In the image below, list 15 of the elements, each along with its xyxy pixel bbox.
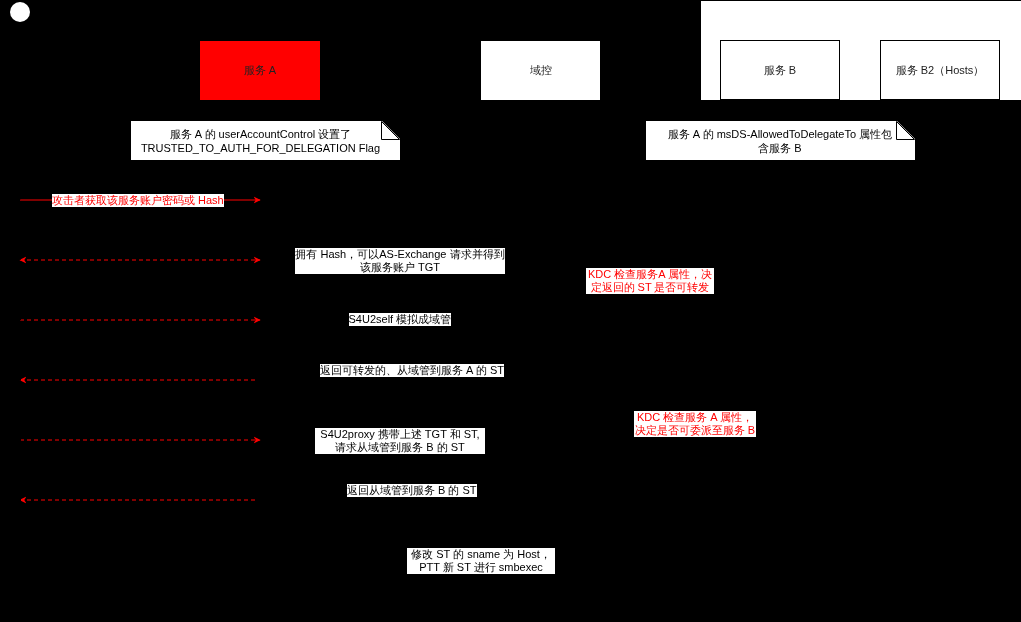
annotation-label: KDC 检查服务A 属性，决定返回的 ST 是否可转发 [586, 268, 714, 294]
participant-box: 域控 [481, 41, 600, 100]
participant-box: 服务 B [720, 40, 840, 100]
note-box: 服务 A 的 msDS-AllowedToDelegateTo 属性包含服务 B [646, 121, 915, 160]
participant-box: 服务 B2（Hosts） [880, 40, 1000, 100]
annotation-label: KDC 检查服务 A 属性，决定是否可委派至服务 B [634, 411, 756, 437]
note-label: 修改 ST 的 sname 为 Host，PTT 新 ST 进行 smbexec [407, 548, 555, 574]
message-label: 返回可转发的、从域管到服务 A 的 ST [320, 364, 504, 377]
message-label: 返回从域管到服务 B 的 ST [347, 484, 477, 497]
message-label: 攻击者获取该服务账户密码或 Hash [52, 194, 224, 207]
message-label: S4U2proxy 携带上述 TGT 和 ST, 请求从域管到服务 B 的 ST [315, 428, 485, 454]
message-label: 拥有 Hash，可以AS-Exchange 请求并得到该服务账户 TGT [295, 248, 505, 274]
group-box [701, 1, 1021, 100]
message-label: S4U2self 模拟成域管 [348, 313, 452, 326]
note-box: 服务 A 的 userAccountControl 设置了 TRUSTED_TO_AUTH_FOR_DELEGATION Flag [131, 121, 400, 160]
